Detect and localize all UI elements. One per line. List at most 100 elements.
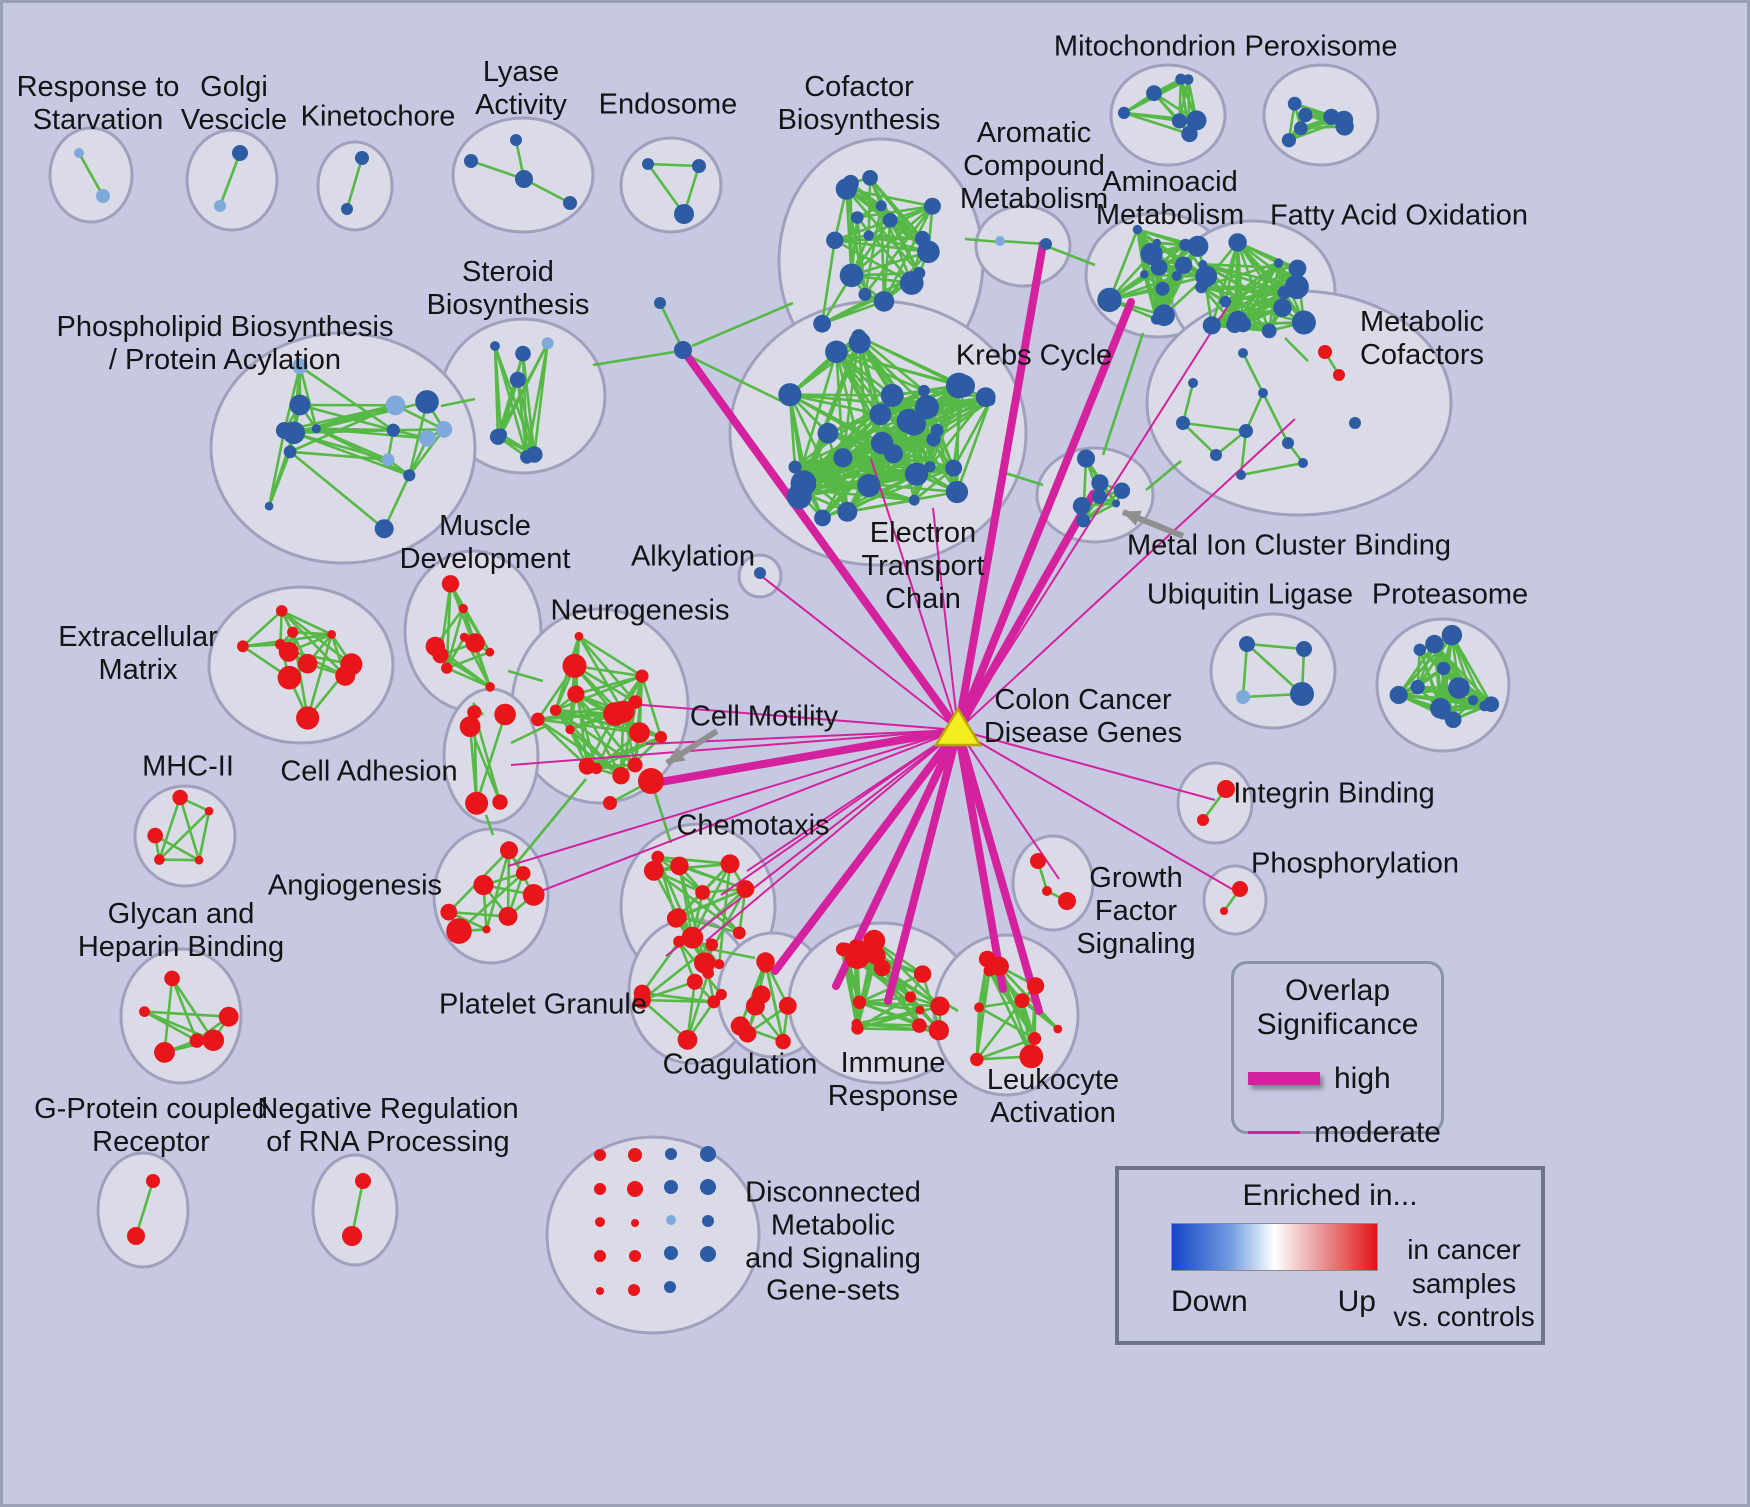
gene-set-node-muscle-development — [458, 603, 468, 614]
hub-links-layer — [507, 240, 1296, 1015]
gene-set-node-chemotaxis — [714, 959, 725, 970]
gene-set-node-platelet-granule — [715, 988, 727, 1001]
gene-set-node-phospholipid-protein-acylation — [292, 358, 308, 375]
gene-set-edge — [879, 205, 886, 302]
gene-set-node-krebs-electron-transport — [908, 494, 920, 506]
cluster-ellipse-negative-regulation-rna-processing — [311, 1153, 399, 1267]
hub-link-moderate — [665, 729, 959, 957]
gene-set-node-chemotaxis — [666, 909, 686, 928]
gene-set-node-immune-response — [930, 996, 950, 1016]
hub-link-moderate — [507, 729, 959, 867]
inter-cluster-edge — [690, 355, 782, 403]
gene-set-node-cofactor-biosynthesis — [873, 291, 895, 312]
gene-set-edge — [242, 609, 283, 648]
gene-set-node-extracellular-matrix — [287, 626, 299, 638]
gene-set-edge — [646, 163, 686, 215]
legend-enrichment: Enriched in... Down Up in cancer samples… — [1115, 1166, 1545, 1345]
gene-set-edge — [280, 609, 347, 677]
gene-set-edge — [836, 350, 960, 387]
gene-set-edge — [1202, 263, 1285, 294]
gene-set-node-angiogenesis — [515, 866, 531, 881]
gene-set-edge — [857, 1027, 939, 1032]
gene-set-edge — [393, 428, 444, 432]
inter-cluster-edge — [592, 350, 675, 367]
gene-set-node-disconnected-gene-sets — [664, 1246, 678, 1260]
gene-set-node-fatty-acid-oxidation — [1261, 323, 1277, 339]
gene-set-node-cofactor-biosynthesis — [917, 240, 940, 264]
inter-cluster-edge — [440, 397, 476, 408]
gene-set-node-aminoacid-metabolism — [1187, 235, 1209, 257]
hub-link-moderate — [957, 729, 1216, 801]
gene-set-edge — [845, 188, 921, 274]
gene-set-node-platelet-granule — [673, 935, 685, 948]
gene-set-node-fatty-acid-oxidation — [1273, 298, 1292, 318]
hub-link-high — [954, 726, 1043, 1015]
gene-set-node-cell-adhesion — [467, 705, 482, 720]
gene-set-edge — [267, 451, 292, 507]
gene-set-node-platelet-granule — [707, 995, 721, 1009]
gene-set-node-metal-ion-cluster-binding — [1112, 499, 1121, 508]
gene-set-node-fatty-acid-oxidation — [1291, 310, 1316, 335]
hub-link-moderate — [535, 729, 959, 894]
gene-set-node-krebs-electron-transport — [945, 480, 969, 504]
gene-set-node-leukocyte-activation — [1014, 993, 1030, 1009]
gene-set-node-peroxisome — [1298, 107, 1313, 123]
gene-set-node-neurogenesis — [654, 731, 668, 744]
gene-set-edge — [821, 300, 885, 325]
gene-set-node-mitochondrion — [1117, 106, 1131, 119]
gene-set-edge — [1202, 263, 1284, 309]
gene-set-node-muscle-development — [485, 647, 495, 657]
gene-set-node-phosphorylation — [1220, 907, 1228, 915]
gene-set-node-krebs-electron-transport — [945, 372, 972, 399]
gene-set-edge — [1108, 229, 1139, 301]
gene-set-edge — [242, 643, 281, 648]
gene-set-node-disconnected-gene-sets — [594, 1250, 606, 1262]
gene-set-node-golgi-vescicle — [232, 145, 248, 161]
gene-set-node-proteasome — [1389, 685, 1408, 705]
gene-set-edge — [197, 810, 211, 861]
gene-set-edge — [868, 429, 939, 487]
gene-set-edge — [1224, 242, 1239, 302]
gene-set-node-chemotaxis — [643, 860, 664, 881]
gene-set-node-aromatic-compound-metabolism — [1040, 238, 1052, 250]
gene-set-node-fatty-acid-oxidation — [1228, 233, 1247, 252]
inter-cluster-edge — [947, 1003, 959, 1013]
gene-set-node-krebs-electron-transport — [825, 340, 848, 364]
gene-set-edge — [574, 693, 623, 777]
gene-set-node-phosphorylation — [1232, 881, 1248, 897]
gene-set-node-disconnected-gene-sets — [700, 1179, 716, 1195]
gene-set-edge — [882, 220, 892, 302]
gene-set-node-metal-ion-cluster-binding — [1092, 489, 1107, 505]
gene-set-node-growth-factor-signaling — [1030, 853, 1046, 869]
gene-set-node-proteasome — [1441, 624, 1463, 646]
gene-set-node-aminoacid-metabolism — [1140, 270, 1149, 279]
legend-row-high: high — [1248, 1062, 1441, 1096]
gene-set-edge — [653, 869, 741, 934]
gene-set-edge — [171, 977, 215, 1041]
gene-set-node-angiogenesis — [440, 903, 458, 921]
gene-set-edge — [794, 351, 838, 490]
gene-set-node-metabolic-cofactors — [1282, 437, 1294, 449]
cluster-ellipse-golgi-vescicle — [185, 128, 279, 232]
gene-set-node-metal-ion-cluster-binding — [1076, 513, 1091, 528]
gene-set-edge — [1241, 643, 1249, 698]
gene-set-node-mhc-ii — [194, 855, 204, 865]
gene-set-edge — [1182, 422, 1217, 456]
hub-link-high — [651, 726, 962, 787]
gene-set-node-neurogenesis — [612, 700, 635, 723]
gene-set-node-neurogenesis — [627, 757, 643, 773]
hub-link-moderate — [957, 729, 1238, 893]
gene-set-node-neurogenesis — [635, 669, 649, 683]
gene-set-node-negative-regulation-rna-processing — [342, 1226, 362, 1246]
gene-set-node-krebs-electron-transport — [880, 383, 904, 407]
gene-set-node-cofactor-biosynthesis — [923, 197, 941, 215]
gene-set-edge — [470, 159, 525, 181]
gene-set-node-cofactor-biosynthesis — [863, 230, 874, 241]
hub-link-moderate — [746, 729, 959, 872]
gene-set-edge — [1236, 241, 1305, 324]
gene-set-node-coagulation — [775, 1033, 791, 1050]
gene-set-node-mitochondrion — [1171, 113, 1188, 129]
gene-set-edge — [978, 1006, 1036, 1040]
gene-set-node-fatty-acid-oxidation — [1202, 316, 1221, 335]
gene-set-node-fatty-acid-oxidation — [1288, 259, 1307, 278]
